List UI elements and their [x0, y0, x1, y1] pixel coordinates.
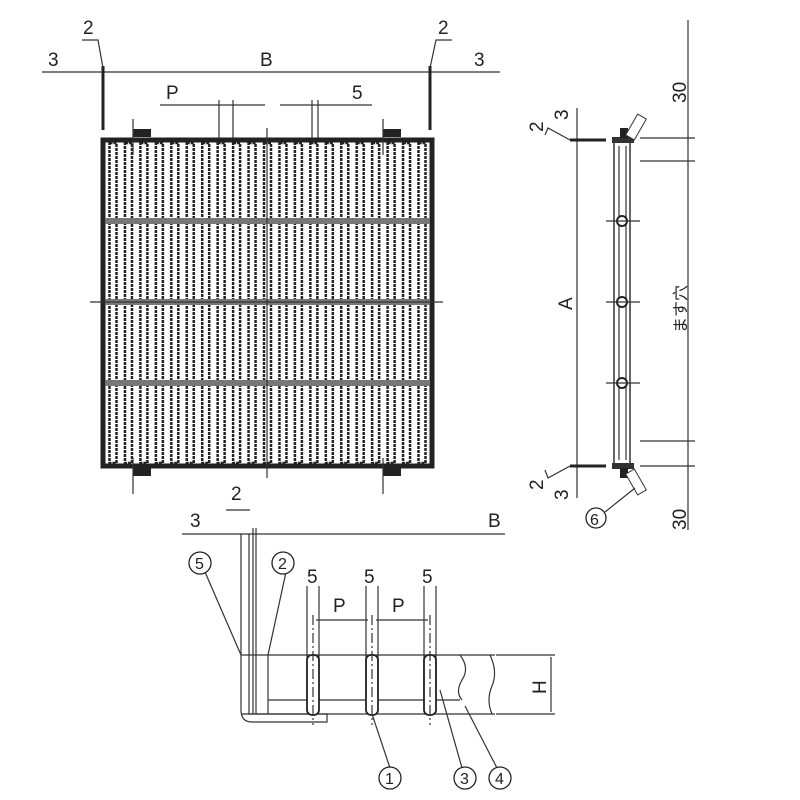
dim-bottom-3: 3 — [552, 489, 573, 500]
bolts — [132, 119, 401, 494]
callout-label: 1 — [385, 771, 394, 788]
dim-top-3: 3 — [552, 109, 573, 120]
dim-left-3: 3 — [48, 50, 59, 71]
dim-bottom-2: 2 — [527, 479, 548, 490]
dim-b: B — [260, 50, 273, 71]
dim-p: P — [166, 83, 179, 104]
leader-right-2 — [429, 39, 452, 69]
anchor-bottom — [624, 468, 648, 496]
dim-section-3: 3 — [190, 511, 201, 532]
dim-h: H — [530, 680, 551, 694]
callout-label: 4 — [495, 771, 504, 788]
callout-5 — [188, 551, 212, 575]
dim-p1: P — [333, 596, 346, 617]
callout-4 — [488, 766, 512, 790]
callout-1 — [378, 766, 402, 790]
dim-top-2: 2 — [527, 121, 548, 132]
callout-2 — [271, 551, 295, 575]
section-view: 3 2 B H P P 5 5 5 5 2 1 3 4 — [182, 484, 555, 790]
dim-bottom-30: 30 — [670, 509, 691, 530]
callout-label: 2 — [278, 556, 287, 573]
callout-3 — [453, 766, 477, 790]
dim-right-2: 2 — [438, 18, 449, 39]
callout-label: 5 — [195, 556, 204, 573]
plan-view: 3 2 B 3 2 P 5 — [42, 18, 500, 494]
dim-hole: ます穴 — [672, 285, 690, 333]
callout-label: 3 — [460, 771, 469, 788]
bolt — [383, 468, 401, 476]
bolt — [133, 468, 151, 476]
dim-left-2: 2 — [83, 18, 94, 39]
dim-5c: 5 — [422, 567, 433, 588]
dim-a: A — [556, 297, 577, 310]
bolt — [133, 129, 151, 137]
bolt — [383, 129, 401, 137]
dim-p2: P — [392, 596, 405, 617]
svg-text:6: 6 — [590, 512, 599, 529]
dim-top-30: 30 — [670, 82, 691, 103]
side-view: 2 3 A 2 3 30 30 ます穴 6 — [527, 20, 695, 530]
dim-5a: 5 — [307, 567, 318, 588]
leader-left-2 — [82, 39, 104, 69]
dim-5: 5 — [352, 83, 363, 104]
dim-section-2: 2 — [231, 484, 242, 505]
dim-section-b: B — [488, 511, 501, 532]
anchor-top — [624, 113, 648, 141]
dim-right-3: 3 — [474, 50, 485, 71]
callout-6 — [585, 507, 607, 529]
dim-5b: 5 — [364, 567, 375, 588]
